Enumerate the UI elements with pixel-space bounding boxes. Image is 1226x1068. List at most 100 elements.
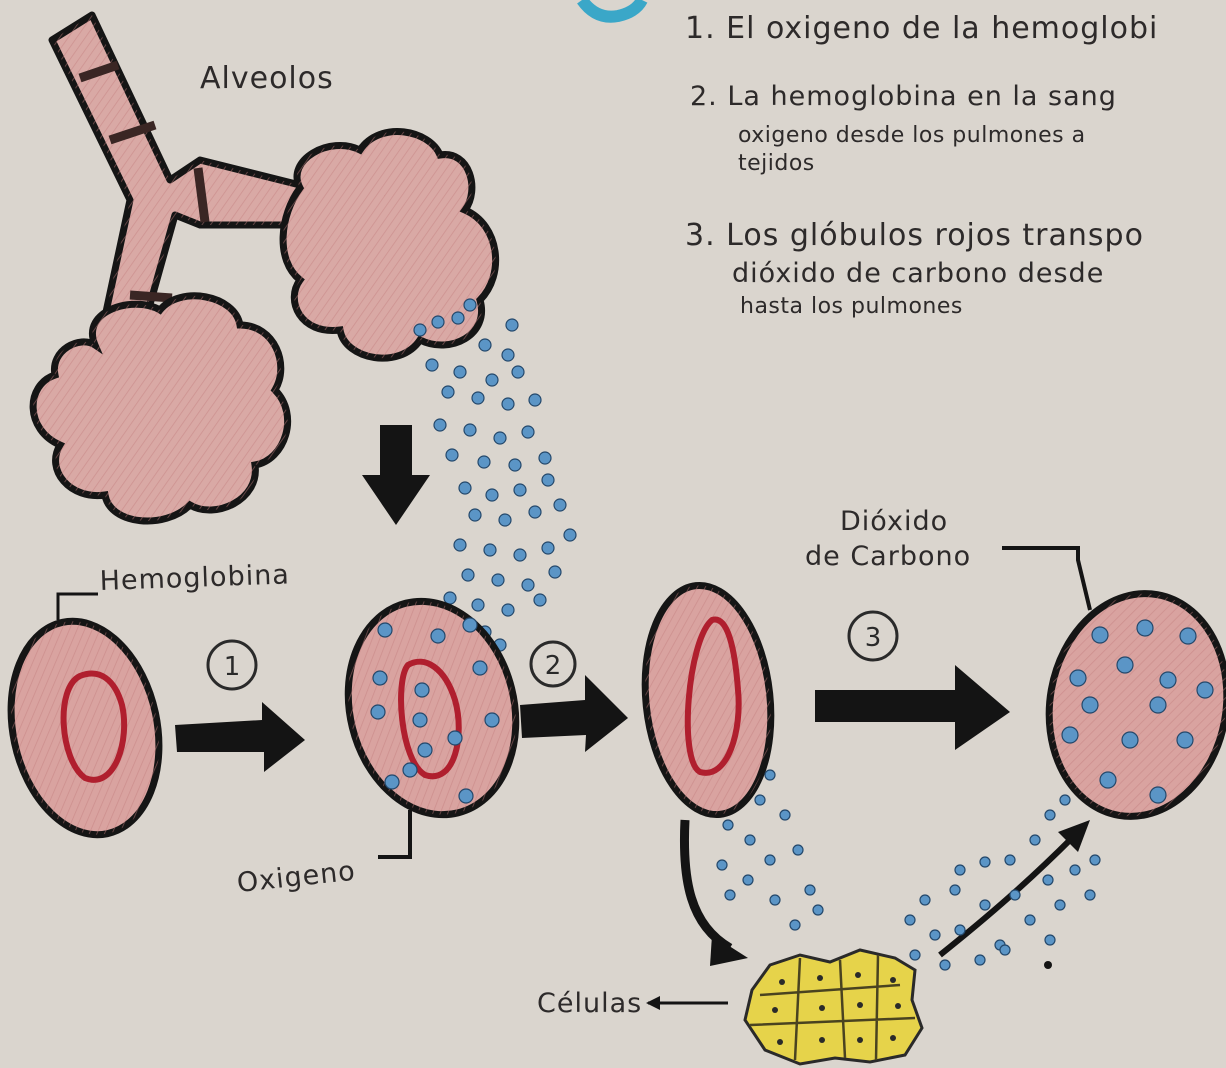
oxygen-dot — [478, 456, 490, 468]
gas-dot — [780, 810, 790, 820]
oxygen-dot — [426, 359, 438, 371]
gas-dot — [905, 915, 915, 925]
gas-dot — [723, 820, 733, 830]
oxygen-dot — [479, 339, 491, 351]
oxygen-dot — [512, 366, 524, 378]
gas-dot — [1005, 855, 1015, 865]
gas-dot — [940, 960, 950, 970]
note-3-line-2: dióxido de carbono desde — [732, 258, 1104, 289]
oxygen-dot — [485, 713, 499, 727]
note-2-line-3: tejidos — [738, 151, 815, 176]
step-3-number: 3 — [865, 623, 882, 653]
gas-dot — [955, 865, 965, 875]
co2-dot — [1117, 657, 1133, 673]
gas-dot — [1030, 835, 1040, 845]
co2-dot — [1160, 672, 1176, 688]
gas-dot — [920, 895, 930, 905]
gas-dot — [1043, 875, 1053, 885]
oxygen-dot — [373, 671, 387, 685]
co2-dot — [1062, 727, 1078, 743]
note-3-line-1: 3. Los glóbulos rojos transpo — [685, 218, 1144, 253]
co2-dot — [1137, 620, 1153, 636]
oxygen-dot — [502, 398, 514, 410]
co2-dot — [1070, 670, 1086, 686]
oxygen-dot — [472, 392, 484, 404]
note-1: 1. El oxigeno de la hemoglobi — [685, 11, 1158, 46]
oxygen-dot — [431, 629, 445, 643]
co2-dot — [1180, 628, 1196, 644]
gas-dot — [950, 885, 960, 895]
oxygen-dot — [464, 424, 476, 436]
gas-dot — [717, 860, 727, 870]
gas-dot — [980, 900, 990, 910]
oxygen-dot — [554, 499, 566, 511]
gas-dot — [1045, 810, 1055, 820]
oxygen-dot — [529, 506, 541, 518]
body-cells — [745, 950, 922, 1064]
oxygen-dot — [454, 366, 466, 378]
oxygen-dot — [514, 549, 526, 561]
oxygen-dot — [542, 542, 554, 554]
oxygen-dot — [514, 484, 526, 496]
gas-dot — [1085, 890, 1095, 900]
oxygen-dot — [418, 743, 432, 757]
step-2-number: 2 — [545, 651, 562, 681]
co2-dot — [1122, 732, 1138, 748]
gas-dot — [770, 895, 780, 905]
oxygen-dot — [499, 514, 511, 526]
oxygen-dot — [494, 432, 506, 444]
co2-dot — [1177, 732, 1193, 748]
oxygen-dot — [486, 489, 498, 501]
oxygen-dot — [459, 789, 473, 803]
stray-dot — [1044, 961, 1052, 969]
oxygen-dot — [452, 312, 464, 324]
co2-dot — [1150, 787, 1166, 803]
gas-dot — [745, 835, 755, 845]
oxygen-dot — [502, 349, 514, 361]
oxygen-dot — [492, 574, 504, 586]
oxygen-dot — [415, 683, 429, 697]
gas-dot — [743, 875, 753, 885]
dioxido-label: Dióxido — [840, 506, 948, 537]
oxygen-dot — [522, 579, 534, 591]
note-3-line-3: hasta los pulmones — [740, 294, 963, 319]
gas-dot — [765, 770, 775, 780]
oxygen-dot — [539, 452, 551, 464]
hemoglobina-label: Hemoglobina — [99, 559, 290, 597]
oxygen-dot — [469, 509, 481, 521]
oxygen-dot — [463, 618, 477, 632]
oxygen-dot — [414, 324, 426, 336]
oxygen-dot — [549, 566, 561, 578]
note-2-line-1: 2. La hemoglobina en la sang — [690, 81, 1117, 112]
oxygen-dot — [464, 299, 476, 311]
oxygen-dot — [473, 661, 487, 675]
gas-dot — [790, 920, 800, 930]
oxygen-dot — [502, 604, 514, 616]
gas-dot — [1025, 915, 1035, 925]
oxygen-dot — [444, 592, 456, 604]
oxygen-dot — [403, 763, 417, 777]
celulas-label: Células — [537, 988, 642, 1019]
oxygen-dot — [564, 529, 576, 541]
oxygen-dot — [459, 482, 471, 494]
oxygen-dot — [506, 319, 518, 331]
gas-dot — [980, 857, 990, 867]
oxygen-dot — [385, 775, 399, 789]
oxygen-dot — [454, 539, 466, 551]
gas-dot — [1070, 865, 1080, 875]
co2-dot — [1082, 697, 1098, 713]
gas-dot — [930, 930, 940, 940]
oxygen-dot — [522, 426, 534, 438]
gas-dot — [955, 925, 965, 935]
oxygen-dot — [509, 459, 521, 471]
co2-dot — [1197, 682, 1213, 698]
oxygen-dot — [446, 449, 458, 461]
co2-dot — [1100, 772, 1116, 788]
co2-dot — [1092, 627, 1108, 643]
gas-dot — [1000, 945, 1010, 955]
oxygen-dot — [486, 374, 498, 386]
oxygen-dot — [472, 599, 484, 611]
gas-dot — [1055, 900, 1065, 910]
de-carbono-label: de Carbono — [805, 541, 971, 572]
